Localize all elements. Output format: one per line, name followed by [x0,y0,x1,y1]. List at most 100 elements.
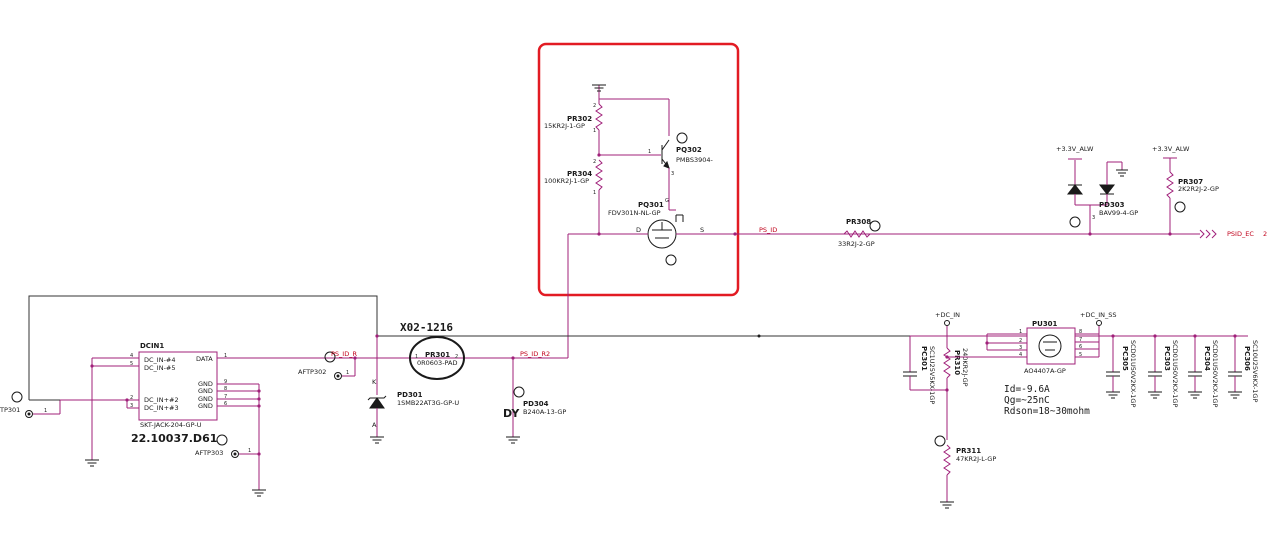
dcin1-part-number: 22.10037.D61 [131,432,217,445]
pr307-ref: PR307 [1178,178,1203,186]
net-psid-ec: PSID_EC [1227,230,1254,238]
svg-text:7: 7 [224,394,227,400]
pd303-ref: PD303 [1099,201,1125,209]
mosfet-pq301: G [647,196,684,266]
resistor-pr307 [1163,157,1186,234]
svg-text:5: 5 [130,361,133,367]
capacitor-pc304 [1188,334,1202,399]
power-dc-in-ss: +DC_IN_SS [1080,311,1117,319]
svg-text:1: 1 [248,448,251,454]
net-psid-ec-page: 2 [1263,230,1267,238]
pu301-ref: PU301 [1032,320,1058,328]
pd304-ref: PD304 [523,400,549,408]
net-ps-id-r2: PS_ID_R2 [520,350,550,358]
pd304-value: B240A-13-GP [523,408,566,416]
svg-text:3: 3 [1019,345,1022,351]
aftp302-ref: AFTP302 [298,368,326,376]
pr301-ellipse [409,336,465,380]
testpoint-tp301: 1 [11,391,61,418]
mosfet-pu301: 1 2 3 4 8 7 6 5 [945,327,1100,365]
pc304-value: SCD01U50V2KX-1GP [1211,340,1219,407]
highlight-box [537,42,740,297]
connector-dcin1: 4 5 2 3 1 9 8 7 6 [60,351,568,497]
capacitor-pc303 [1148,334,1162,399]
svg-text:4: 4 [1019,352,1022,358]
pr310-value: 240KR2J-GP [961,348,969,387]
resistor-pr304: 2 1 [593,159,603,233]
revision-note-x02: X02-1216 [400,321,453,334]
resistor-pr310 [943,347,951,440]
capacitor-pc305 [1106,334,1120,399]
pr304-ref: PR304 [567,170,592,178]
diode-pd303: 3 [1066,158,1128,234]
svg-text:1: 1 [593,128,596,134]
pc303-ref: PC303 [1163,346,1171,371]
capacitor-pc306 [1228,334,1242,399]
svg-text:4: 4 [130,353,133,359]
pq301-source-label: S [700,226,704,234]
pr304-value: 100KR2J-1-GP [544,177,589,185]
capacitor-pc301 [903,336,947,391]
spec-rdson: Rdson=18~30mohm [1004,406,1090,417]
net-ps-id: PS_ID [759,226,777,234]
dcin1-ref: DCIN1 [140,342,164,350]
svg-text:1: 1 [415,354,418,360]
svg-text:7: 7 [1079,337,1082,343]
pd301-a-label: A [372,421,377,429]
pc301-ref: PC301 [920,346,928,371]
pr311-value: 47KR2J-L-GP [956,455,996,463]
svg-text:2: 2 [1019,338,1022,344]
testpoint-aftp303: 1 [216,434,261,458]
dcin1-pin3-label: DC_IN+#3 [144,404,179,412]
transistor-pq302: 1 3 [599,132,688,196]
pr301-value: 0R0603-PAD [417,359,458,367]
pq302-ref: PQ302 [676,146,702,154]
offpage-connector-psid-ec [1199,229,1217,239]
dcin1-value: SKT-JACK-204-GP-U [140,421,202,429]
pr302-value: 15KR2J-1-GP [544,122,585,130]
svg-text:1: 1 [593,190,596,196]
dcin1-gnd3-label: GND [198,395,213,403]
svg-text:1: 1 [346,370,349,376]
pr301-ref: PR301 [425,351,450,359]
pd301-value: 1SMB22AT3G-GP-U [397,399,459,407]
pc306-ref: PC306 [1243,346,1251,371]
diode-pd304 [506,356,525,444]
pq301-ref: PQ301 [638,201,664,209]
dcin1-pin2-label: DC_IN+#2 [144,396,179,404]
pq301-value: FDV301N-NL-GP [608,209,661,217]
dcin1-gnd2-label: GND [198,387,213,395]
spec-id: Id=-9.6A [1004,384,1050,395]
pr310-ref: PR310 [953,350,961,375]
dy-marker: DY [503,407,520,420]
svg-text:G: G [665,198,669,204]
pd301-k-label: K [372,378,377,386]
pc305-value: SCD01U50V2KX-1GP [1129,340,1137,407]
pc303-value: SCD01U50V2KX-1GP [1171,340,1179,407]
svg-text:2: 2 [130,395,133,401]
pu301-value: AO4407A-GP [1024,367,1066,375]
pc304-ref: PC304 [1203,346,1211,371]
svg-text:2: 2 [455,354,458,360]
testpoint-aftp302: 1 [324,351,356,380]
pr307-value: 2K2R2J-2-GP [1178,185,1219,193]
pc305-ref: PC305 [1121,346,1129,371]
dcin1-pin5-label: DC_IN-#5 [144,364,176,372]
net-ps-id-r: PS_ID_R [331,350,357,358]
svg-text:6: 6 [1079,344,1082,350]
svg-text:8: 8 [1079,329,1082,335]
power-3v3-alw-2: +3.3V_ALW [1152,145,1190,153]
pr311-ref: PR311 [956,447,981,455]
pr308-value: 33R2J-2-GP [838,240,875,248]
svg-text:1: 1 [44,408,47,414]
svg-text:1: 1 [1019,329,1022,335]
svg-text:3: 3 [130,403,133,409]
svg-text:9: 9 [224,379,227,385]
svg-text:3: 3 [1092,215,1095,221]
resistor-pr311 [934,435,954,509]
svg-text:1: 1 [648,149,651,155]
svg-text:3: 3 [671,171,674,177]
pd303-value: BAV99-4-GP [1099,209,1138,217]
pr308-ref: PR308 [846,218,871,226]
